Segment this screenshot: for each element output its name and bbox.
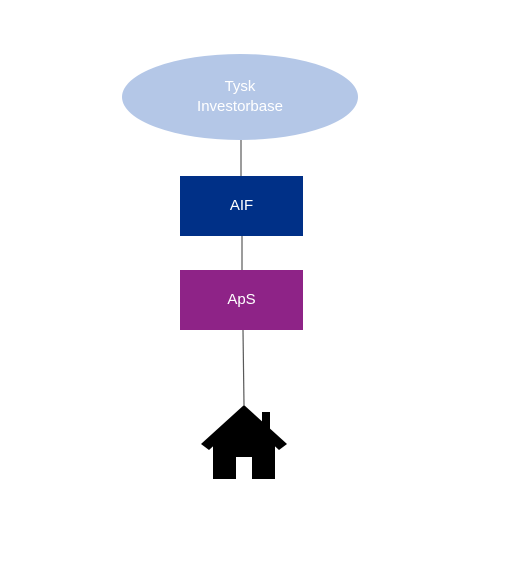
investor-base-label-line1: Tysk xyxy=(224,78,256,95)
aps-box xyxy=(180,270,303,330)
house-icon xyxy=(201,405,287,479)
aps-label: ApS xyxy=(227,291,256,308)
connector-aps-house xyxy=(242,329,245,406)
investor-base-label-line2: Investorbase xyxy=(197,98,283,115)
aif-label: AIF xyxy=(229,197,254,214)
investor-base-label: Tysk Investorbase xyxy=(122,54,358,140)
investor-base-ellipse xyxy=(122,54,358,140)
aif-box xyxy=(180,176,303,236)
